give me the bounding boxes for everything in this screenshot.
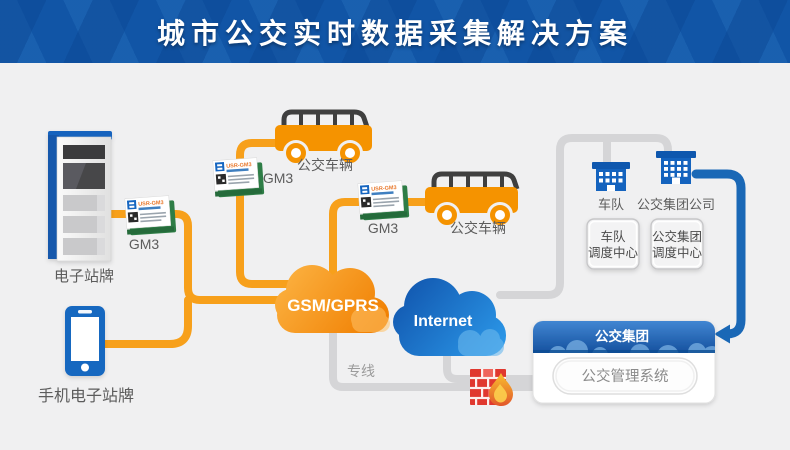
gm3-module-1-icon: USR-GM3: [124, 195, 177, 236]
kiosk-label: 电子站牌: [54, 268, 114, 285]
link-bus1-to-gsm: [236, 139, 304, 288]
group-dispatch-line1: 公交集团: [652, 229, 702, 244]
gsm-cloud-label: GSM/GPRS: [287, 296, 379, 315]
link-internet-to-buildings: [496, 134, 672, 299]
bus-group-panel: 公交集团 公交管理系统: [532, 320, 716, 404]
bus-1-label: 公交车辆: [297, 157, 353, 173]
blue-arrow-company-to-panel: [691, 169, 746, 344]
bus-2-icon: [425, 171, 520, 228]
bus-1-icon: [275, 109, 372, 166]
gm3-sticker-brand: USR-GM3: [226, 162, 252, 170]
gm3-sticker-brand: USR-GM3: [138, 200, 164, 208]
bus-group-company-building-icon: [656, 151, 696, 184]
group-dispatch-line2: 调度中心: [652, 245, 703, 260]
phone-icon: [65, 306, 105, 376]
gm3-label-3: GM3: [368, 220, 399, 236]
phone-label: 手机电子站牌: [38, 387, 134, 405]
fleet-label: 车队: [598, 197, 624, 212]
gm3-label-2: GM3: [263, 170, 294, 186]
fleet-dispatch-line2: 调度中心: [588, 245, 639, 260]
header-banner: 城市公交实时数据采集解决方案: [0, 0, 790, 63]
gm3-module-2-icon: USR-GM3: [212, 157, 265, 198]
flame-icon: [489, 373, 513, 406]
firewall-icon: [470, 369, 513, 406]
panel-title: 公交集团: [595, 328, 649, 344]
gm3-module-3-icon: USR-GM3: [357, 180, 410, 221]
internet-cloud-icon: Internet: [393, 278, 506, 356]
fleet-dispatch-box: [586, 218, 640, 270]
link-gsm-leased-line: [329, 323, 540, 391]
gm3-sticker-brand: USR-GM3: [371, 185, 397, 193]
group-dispatch-box: [650, 218, 704, 270]
arrowhead-icon: [714, 324, 730, 344]
leased-line-label: 专线: [347, 363, 375, 379]
link-phone-to-gsm: [100, 296, 192, 348]
kiosk-electronic-stop-icon: [48, 131, 112, 262]
solution-diagram: 电子站牌 手机电子站牌 USR-GM3 GM3 USR-GM3 GM3 USR-…: [38, 109, 746, 406]
gray-links: [329, 134, 672, 391]
link-internet-to-panel: [443, 347, 540, 383]
link-bus2-to-gsm: [329, 198, 434, 282]
link-kiosk-to-gsm: [106, 210, 304, 304]
gm3-label-1: GM3: [129, 236, 160, 252]
bus-2-label: 公交车辆: [450, 220, 506, 236]
orange-links: [100, 139, 434, 348]
bus-management-system-label: 公交管理系统: [582, 367, 669, 385]
bus-management-system-button: [552, 357, 698, 395]
fleet-building-icon: [592, 162, 630, 191]
page-title: 城市公交实时数据采集解决方案: [156, 17, 633, 49]
internet-cloud-label: Internet: [414, 313, 473, 330]
fleet-dispatch-line1: 车队: [600, 229, 626, 244]
gsm-gprs-cloud-icon: GSM/GPRS: [275, 265, 390, 333]
bus-group-company-label: 公交集团公司: [637, 197, 715, 212]
